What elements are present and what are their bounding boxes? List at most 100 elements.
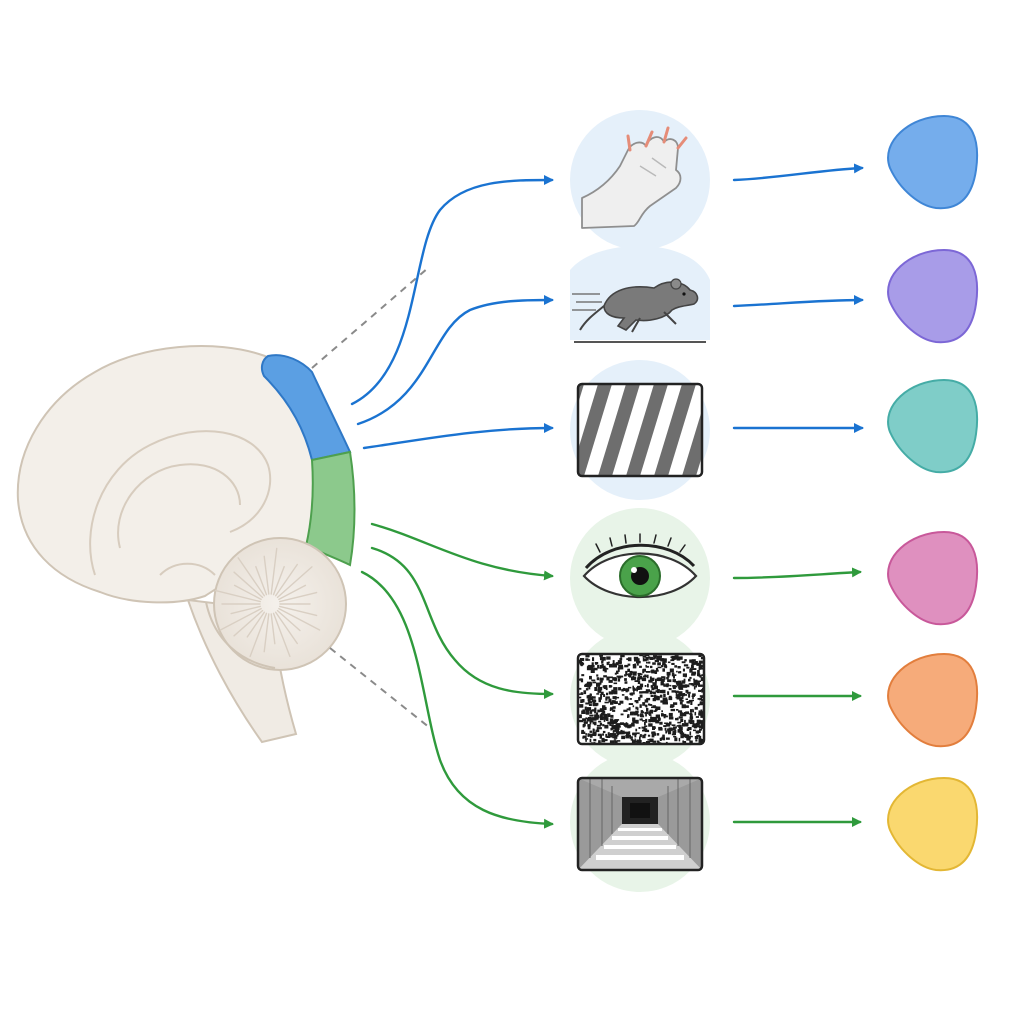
noise-speck	[688, 699, 693, 703]
cerebellum-fold	[237, 557, 266, 597]
noise-speck	[662, 661, 666, 666]
noise-speck	[597, 686, 603, 691]
noise-speck	[678, 691, 683, 695]
noise-speck	[583, 721, 588, 723]
noise-speck	[701, 725, 704, 729]
noise-speck	[698, 739, 702, 743]
noise-speck	[654, 660, 659, 663]
noise-speck	[651, 706, 655, 709]
noise-speck	[677, 729, 682, 733]
noise-speck	[648, 711, 651, 715]
noise-speck	[613, 682, 618, 685]
noise-speck	[698, 660, 703, 664]
noise-speck	[625, 734, 630, 739]
noise-speck	[697, 682, 700, 687]
noise-speck	[644, 704, 647, 707]
noise-speck	[645, 671, 651, 673]
noise-speck	[604, 669, 607, 673]
noise-speck	[602, 730, 606, 734]
noise-speck	[637, 685, 639, 688]
noise-speck	[653, 710, 657, 712]
noise-speck	[581, 730, 583, 733]
noise-speck	[657, 695, 660, 699]
noise-speck	[658, 726, 663, 730]
noise-speck	[583, 725, 586, 727]
noise-speck	[608, 734, 613, 738]
noise-speck	[606, 656, 611, 660]
noise-speck	[683, 664, 689, 667]
noise-speck	[648, 679, 653, 683]
noise-speck	[688, 683, 691, 685]
noise-speck	[668, 716, 674, 720]
noise-speck	[682, 733, 687, 738]
noise-speck	[682, 723, 686, 727]
noise-speck	[581, 731, 586, 734]
noise-speck	[578, 659, 583, 664]
noise-speck	[610, 724, 614, 726]
noise-speck	[617, 668, 620, 672]
noise-speck	[600, 693, 603, 698]
noise-speck	[614, 725, 618, 727]
noise-speck	[698, 665, 703, 669]
noise-speck	[635, 728, 638, 732]
noise-speck	[590, 666, 593, 669]
noise-speck	[667, 679, 672, 683]
noise-speck	[662, 734, 665, 738]
noise-speck	[621, 688, 624, 692]
cerebellum-fold	[233, 584, 262, 601]
noise-speck	[644, 729, 649, 733]
noise-speck	[686, 691, 691, 694]
noise-speck	[700, 695, 704, 698]
noise-speck	[636, 739, 641, 744]
noise-speck	[678, 682, 683, 684]
noise-speck	[668, 731, 672, 735]
noise-speck	[689, 659, 694, 663]
noise-speck	[657, 666, 662, 669]
noise-speck	[680, 733, 684, 736]
noise-speck	[635, 719, 639, 724]
noise-speck	[699, 701, 704, 706]
noise-speck	[600, 665, 603, 669]
noise-speck	[675, 709, 679, 711]
noise-speck	[692, 695, 694, 699]
noise-speck	[585, 733, 587, 736]
noise-speck	[588, 687, 591, 690]
cerebellum-fold	[233, 609, 264, 637]
noise-speck	[689, 740, 693, 743]
noise-speck	[613, 690, 618, 695]
noise-speck	[661, 678, 665, 682]
arrow-to-mouse	[356, 295, 554, 426]
noise-speck	[613, 700, 616, 702]
noise-speck	[617, 726, 620, 730]
noise-speck	[688, 678, 691, 682]
output-arrow	[732, 163, 864, 182]
noise-speck	[695, 680, 700, 685]
noise-speck	[603, 719, 606, 722]
noise-speck	[644, 733, 647, 736]
noise-speck	[651, 687, 655, 691]
noise-speck	[653, 656, 656, 659]
noise-speck	[614, 719, 618, 722]
noise-speck	[641, 677, 647, 682]
noise-speck	[682, 673, 687, 677]
noise-speck	[701, 698, 704, 702]
noise-speck	[579, 704, 584, 708]
noise-speck	[661, 736, 665, 740]
noise-speck	[580, 658, 585, 662]
noise-speck	[606, 735, 611, 738]
noise-speck	[699, 728, 702, 731]
noise-speck	[674, 674, 677, 676]
noise-speck	[614, 721, 618, 724]
noise-speck	[650, 709, 653, 713]
noise-speck	[690, 713, 693, 717]
noise-speck	[692, 710, 694, 713]
noise-speck	[629, 692, 631, 695]
noise-speck	[662, 663, 665, 666]
noise-speck	[700, 677, 704, 681]
noise-speck	[597, 709, 600, 713]
noise-speck	[665, 723, 671, 727]
noise-speck	[673, 735, 677, 738]
noise-speck	[605, 717, 609, 721]
noise-speck	[624, 731, 627, 734]
noise-speck	[652, 682, 657, 686]
